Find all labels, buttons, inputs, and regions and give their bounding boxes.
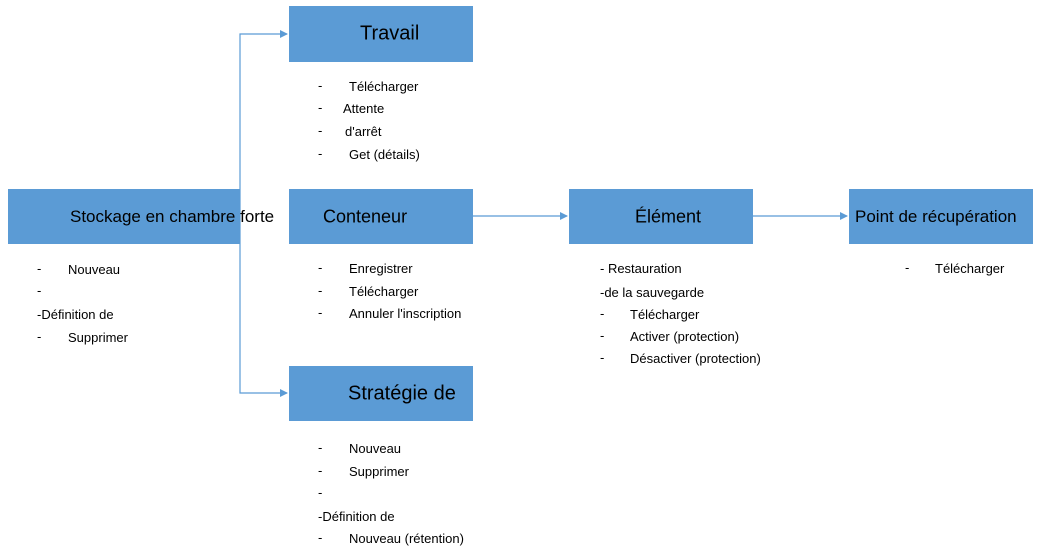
node-item[interactable]: Élément — [569, 189, 753, 244]
job-list-dash: - — [318, 100, 323, 115]
node-container[interactable]: Conteneur — [289, 189, 473, 244]
connector-vault-to-policy — [239, 218, 288, 397]
connector-vault-to-job — [239, 30, 288, 218]
job-list-dash: - — [318, 146, 323, 161]
job-list-dash: - — [318, 123, 323, 138]
node-vault-label: Stockage en chambre forte — [70, 206, 275, 226]
item-list-dash: - — [600, 328, 605, 343]
vault-list-dash: - — [37, 261, 42, 276]
job-list-item: Get (détails) — [349, 147, 420, 162]
item-list-item: Activer (protection) — [630, 329, 740, 344]
container-list-dash: - — [318, 260, 323, 275]
job-list-item: Attente — [343, 101, 385, 116]
policy-list-dash: - — [318, 485, 323, 500]
item-list-item: Désactiver (protection) — [630, 351, 761, 366]
node-policy-label: Stratégie de — [348, 382, 456, 404]
policy-list-item: -Définition de — [318, 509, 395, 524]
job-list-dash: - — [318, 78, 323, 93]
container-list-item: Télécharger — [349, 284, 419, 299]
job-list-item: d'arrêt — [345, 124, 382, 139]
vault-list-dash: - — [37, 329, 42, 344]
policy-list-item: Nouveau (rétention) — [349, 531, 464, 546]
policy-list-dash: - — [318, 440, 323, 455]
job-list-item: Télécharger — [349, 79, 419, 94]
policy-list-dash: - — [318, 463, 323, 478]
node-vault[interactable]: Stockage en chambre forte — [8, 189, 274, 244]
container-list-dash: - — [318, 305, 323, 320]
item-list-line: -de la sauvegarde — [600, 285, 705, 300]
policy-list-dash: - — [318, 530, 323, 545]
container-list-item: Enregistrer — [349, 261, 413, 276]
container-list-dash: - — [318, 283, 323, 298]
item-list-line: - Restauration — [600, 261, 682, 276]
recovery-point-list-dash: - — [905, 260, 910, 275]
recovery-point-list-item: Télécharger — [935, 261, 1005, 276]
item-list-dash: - — [600, 350, 605, 365]
node-job[interactable]: Travail — [289, 6, 473, 62]
node-item-label: Élément — [635, 206, 702, 226]
node-recovery-point[interactable]: Point de récupération — [849, 189, 1033, 244]
vault-list-item: Nouveau — [68, 262, 121, 277]
node-recovery-point-label: Point de récupération — [855, 206, 1017, 226]
node-job-label: Travail — [360, 22, 420, 45]
policy-list-item: Nouveau — [349, 441, 402, 456]
policy-list-item: Supprimer — [349, 464, 409, 479]
node-container-label: Conteneur — [323, 206, 408, 226]
node-policy[interactable]: Stratégie de — [289, 366, 473, 421]
vault-list-dash: - — [37, 283, 42, 298]
item-list-dash: - — [600, 306, 605, 321]
vault-list-item: Supprimer — [68, 330, 128, 345]
item-list-item: Télécharger — [630, 307, 700, 322]
container-list-item: Annuler l'inscription — [349, 306, 462, 321]
vault-list-item: -Définition de — [37, 307, 114, 322]
